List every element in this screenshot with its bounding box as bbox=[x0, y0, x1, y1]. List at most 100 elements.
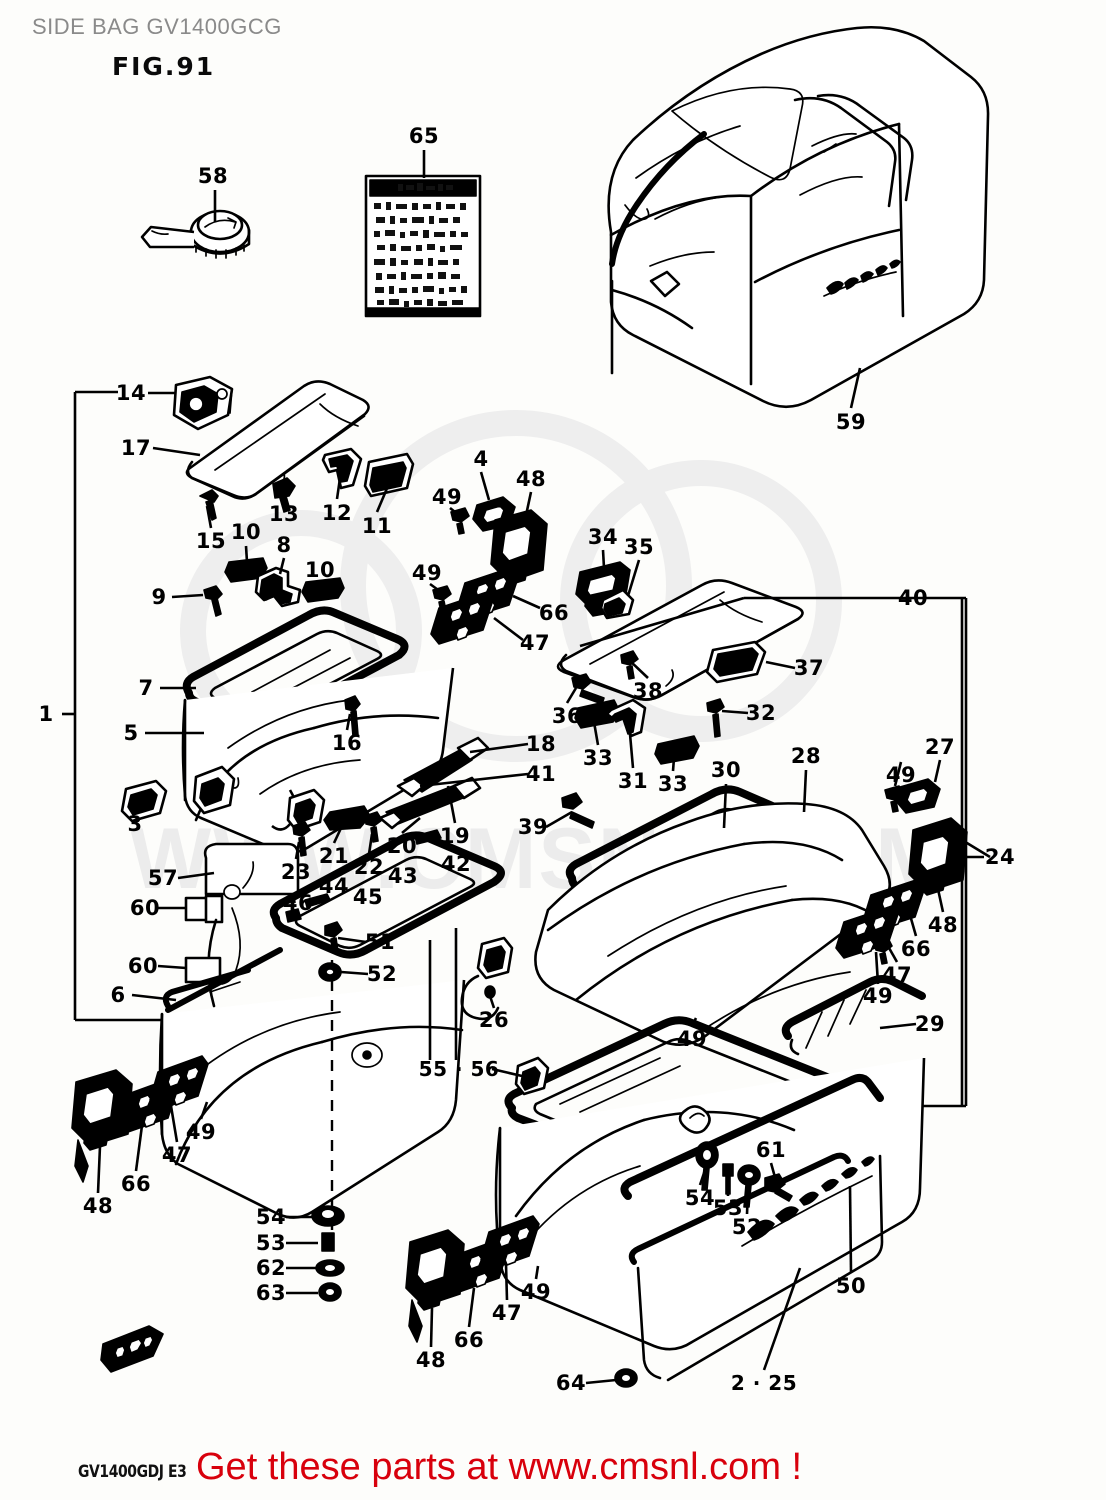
part-unlabeled-bracket bbox=[101, 1326, 163, 1372]
parts-hardware-row-b bbox=[204, 558, 344, 616]
part-26-cable bbox=[462, 938, 512, 1019]
part-58-cap bbox=[142, 211, 249, 258]
callout-27: 27 bbox=[924, 735, 956, 759]
page-title: SIDE BAG GV1400GCG bbox=[32, 14, 282, 39]
callout-46: 46 bbox=[282, 891, 314, 915]
leader-lines bbox=[98, 150, 943, 1383]
callout-36: 36 bbox=[551, 704, 583, 728]
parts-18-41-struts bbox=[380, 738, 488, 828]
callout-29: 29 bbox=[914, 1012, 946, 1036]
callout-47: 47 bbox=[881, 963, 913, 987]
callout-52: 52 bbox=[731, 1215, 763, 1239]
callout-5: 5 bbox=[123, 721, 139, 745]
callout-66: 66 bbox=[538, 601, 570, 625]
part-59-travel-bag bbox=[609, 27, 988, 407]
callout-12: 12 bbox=[321, 501, 353, 525]
figure-number: FIG.91 bbox=[112, 52, 216, 81]
cmsnl-cta: Get these parts at www.cmsnl.com ! bbox=[196, 1446, 803, 1488]
callout-10: 10 bbox=[230, 520, 262, 544]
callout-17: 17 bbox=[120, 436, 152, 460]
callout-3: 3 bbox=[127, 812, 143, 836]
callout-65: 65 bbox=[408, 124, 440, 148]
callout-26: 26 bbox=[478, 1008, 510, 1032]
part-64-nut bbox=[615, 1369, 637, 1387]
parts-lock-cluster-top bbox=[431, 497, 547, 644]
callout-54: 54 bbox=[255, 1205, 287, 1229]
parts-lock-cluster-bottom-left bbox=[72, 1056, 208, 1182]
callout-48: 48 bbox=[82, 1194, 114, 1218]
callout-14: 14 bbox=[115, 381, 147, 405]
callout-64: 64 bbox=[555, 1371, 587, 1395]
callout-37: 37 bbox=[793, 656, 825, 680]
callout-18: 18 bbox=[525, 732, 557, 756]
callout-53: 53 bbox=[712, 1196, 744, 1220]
callout-58: 58 bbox=[197, 164, 229, 188]
part-29-trim bbox=[786, 979, 922, 1054]
callout-49: 49 bbox=[431, 485, 463, 509]
part-57-panel bbox=[166, 844, 298, 1006]
callout-66: 66 bbox=[120, 1172, 152, 1196]
callout-47: 47 bbox=[491, 1301, 523, 1325]
callout-51: 51 bbox=[364, 930, 396, 954]
callout-49: 49 bbox=[520, 1280, 552, 1304]
callout-49: 49 bbox=[411, 561, 443, 585]
callout-57: 57 bbox=[147, 866, 179, 890]
callout-62: 62 bbox=[255, 1256, 287, 1280]
part-assembly-left-bag bbox=[122, 610, 453, 852]
callout-39: 39 bbox=[517, 815, 549, 839]
part-assembly-lower-left-bag bbox=[160, 835, 501, 1230]
callout-22: 22 bbox=[353, 855, 385, 879]
callout-45: 45 bbox=[352, 885, 384, 909]
parts-right-lid-hardware bbox=[696, 1142, 792, 1207]
callout-24: 24 bbox=[984, 845, 1016, 869]
parts-lock-cluster-bottom-mid bbox=[406, 1216, 539, 1342]
callout-6: 6 bbox=[110, 983, 126, 1007]
group-bracket-24 bbox=[962, 598, 990, 1106]
callout-11: 11 bbox=[361, 514, 393, 538]
callout-49: 49 bbox=[885, 763, 917, 787]
callout-44: 44 bbox=[318, 874, 350, 898]
part-39-bolt bbox=[562, 793, 594, 828]
callout-55-56: 55 · 56 bbox=[418, 1057, 500, 1081]
callout-23: 23 bbox=[280, 860, 312, 884]
part-assembly-bottom-right bbox=[496, 1020, 924, 1380]
callout-16: 16 bbox=[331, 731, 363, 755]
callout-7: 7 bbox=[138, 676, 154, 700]
callout-49: 49 bbox=[185, 1120, 217, 1144]
callout-60: 60 bbox=[129, 896, 161, 920]
callout-52: 52 bbox=[366, 962, 398, 986]
part-14-hinge bbox=[174, 377, 232, 429]
parts-hardware-row-a bbox=[200, 449, 413, 520]
callout-53: 53 bbox=[255, 1231, 287, 1255]
parts-51-52 bbox=[319, 922, 342, 981]
callout-49: 49 bbox=[862, 984, 894, 1008]
parts-lock-cluster-right bbox=[836, 779, 967, 958]
callout-32: 32 bbox=[745, 701, 777, 725]
callout-19: 19 bbox=[439, 824, 471, 848]
part-40-lid bbox=[558, 580, 803, 699]
callout-21: 21 bbox=[318, 844, 350, 868]
callout-66: 66 bbox=[900, 937, 932, 961]
callout-66: 66 bbox=[453, 1328, 485, 1352]
parts-small-fasteners-lower bbox=[286, 806, 441, 922]
callout-31: 31 bbox=[617, 769, 649, 793]
part-17-lid bbox=[187, 381, 369, 498]
callout-63: 63 bbox=[255, 1281, 287, 1305]
callout-49: 49 bbox=[676, 1027, 708, 1051]
callout-48: 48 bbox=[515, 467, 547, 491]
parts-fastener-stack bbox=[312, 1206, 344, 1301]
callout-54: 54 bbox=[684, 1186, 716, 1210]
part-assembly-28-bag bbox=[535, 803, 889, 1044]
callout-33: 33 bbox=[582, 746, 614, 770]
callout-1: 1 bbox=[38, 702, 54, 726]
callout-59: 59 bbox=[835, 410, 867, 434]
part-65-label bbox=[366, 176, 480, 316]
callout-13: 13 bbox=[268, 502, 300, 526]
callout-4: 4 bbox=[473, 447, 489, 471]
callout-10: 10 bbox=[304, 558, 336, 582]
callout-8: 8 bbox=[276, 533, 292, 557]
callout-48: 48 bbox=[927, 913, 959, 937]
callout-28: 28 bbox=[790, 744, 822, 768]
